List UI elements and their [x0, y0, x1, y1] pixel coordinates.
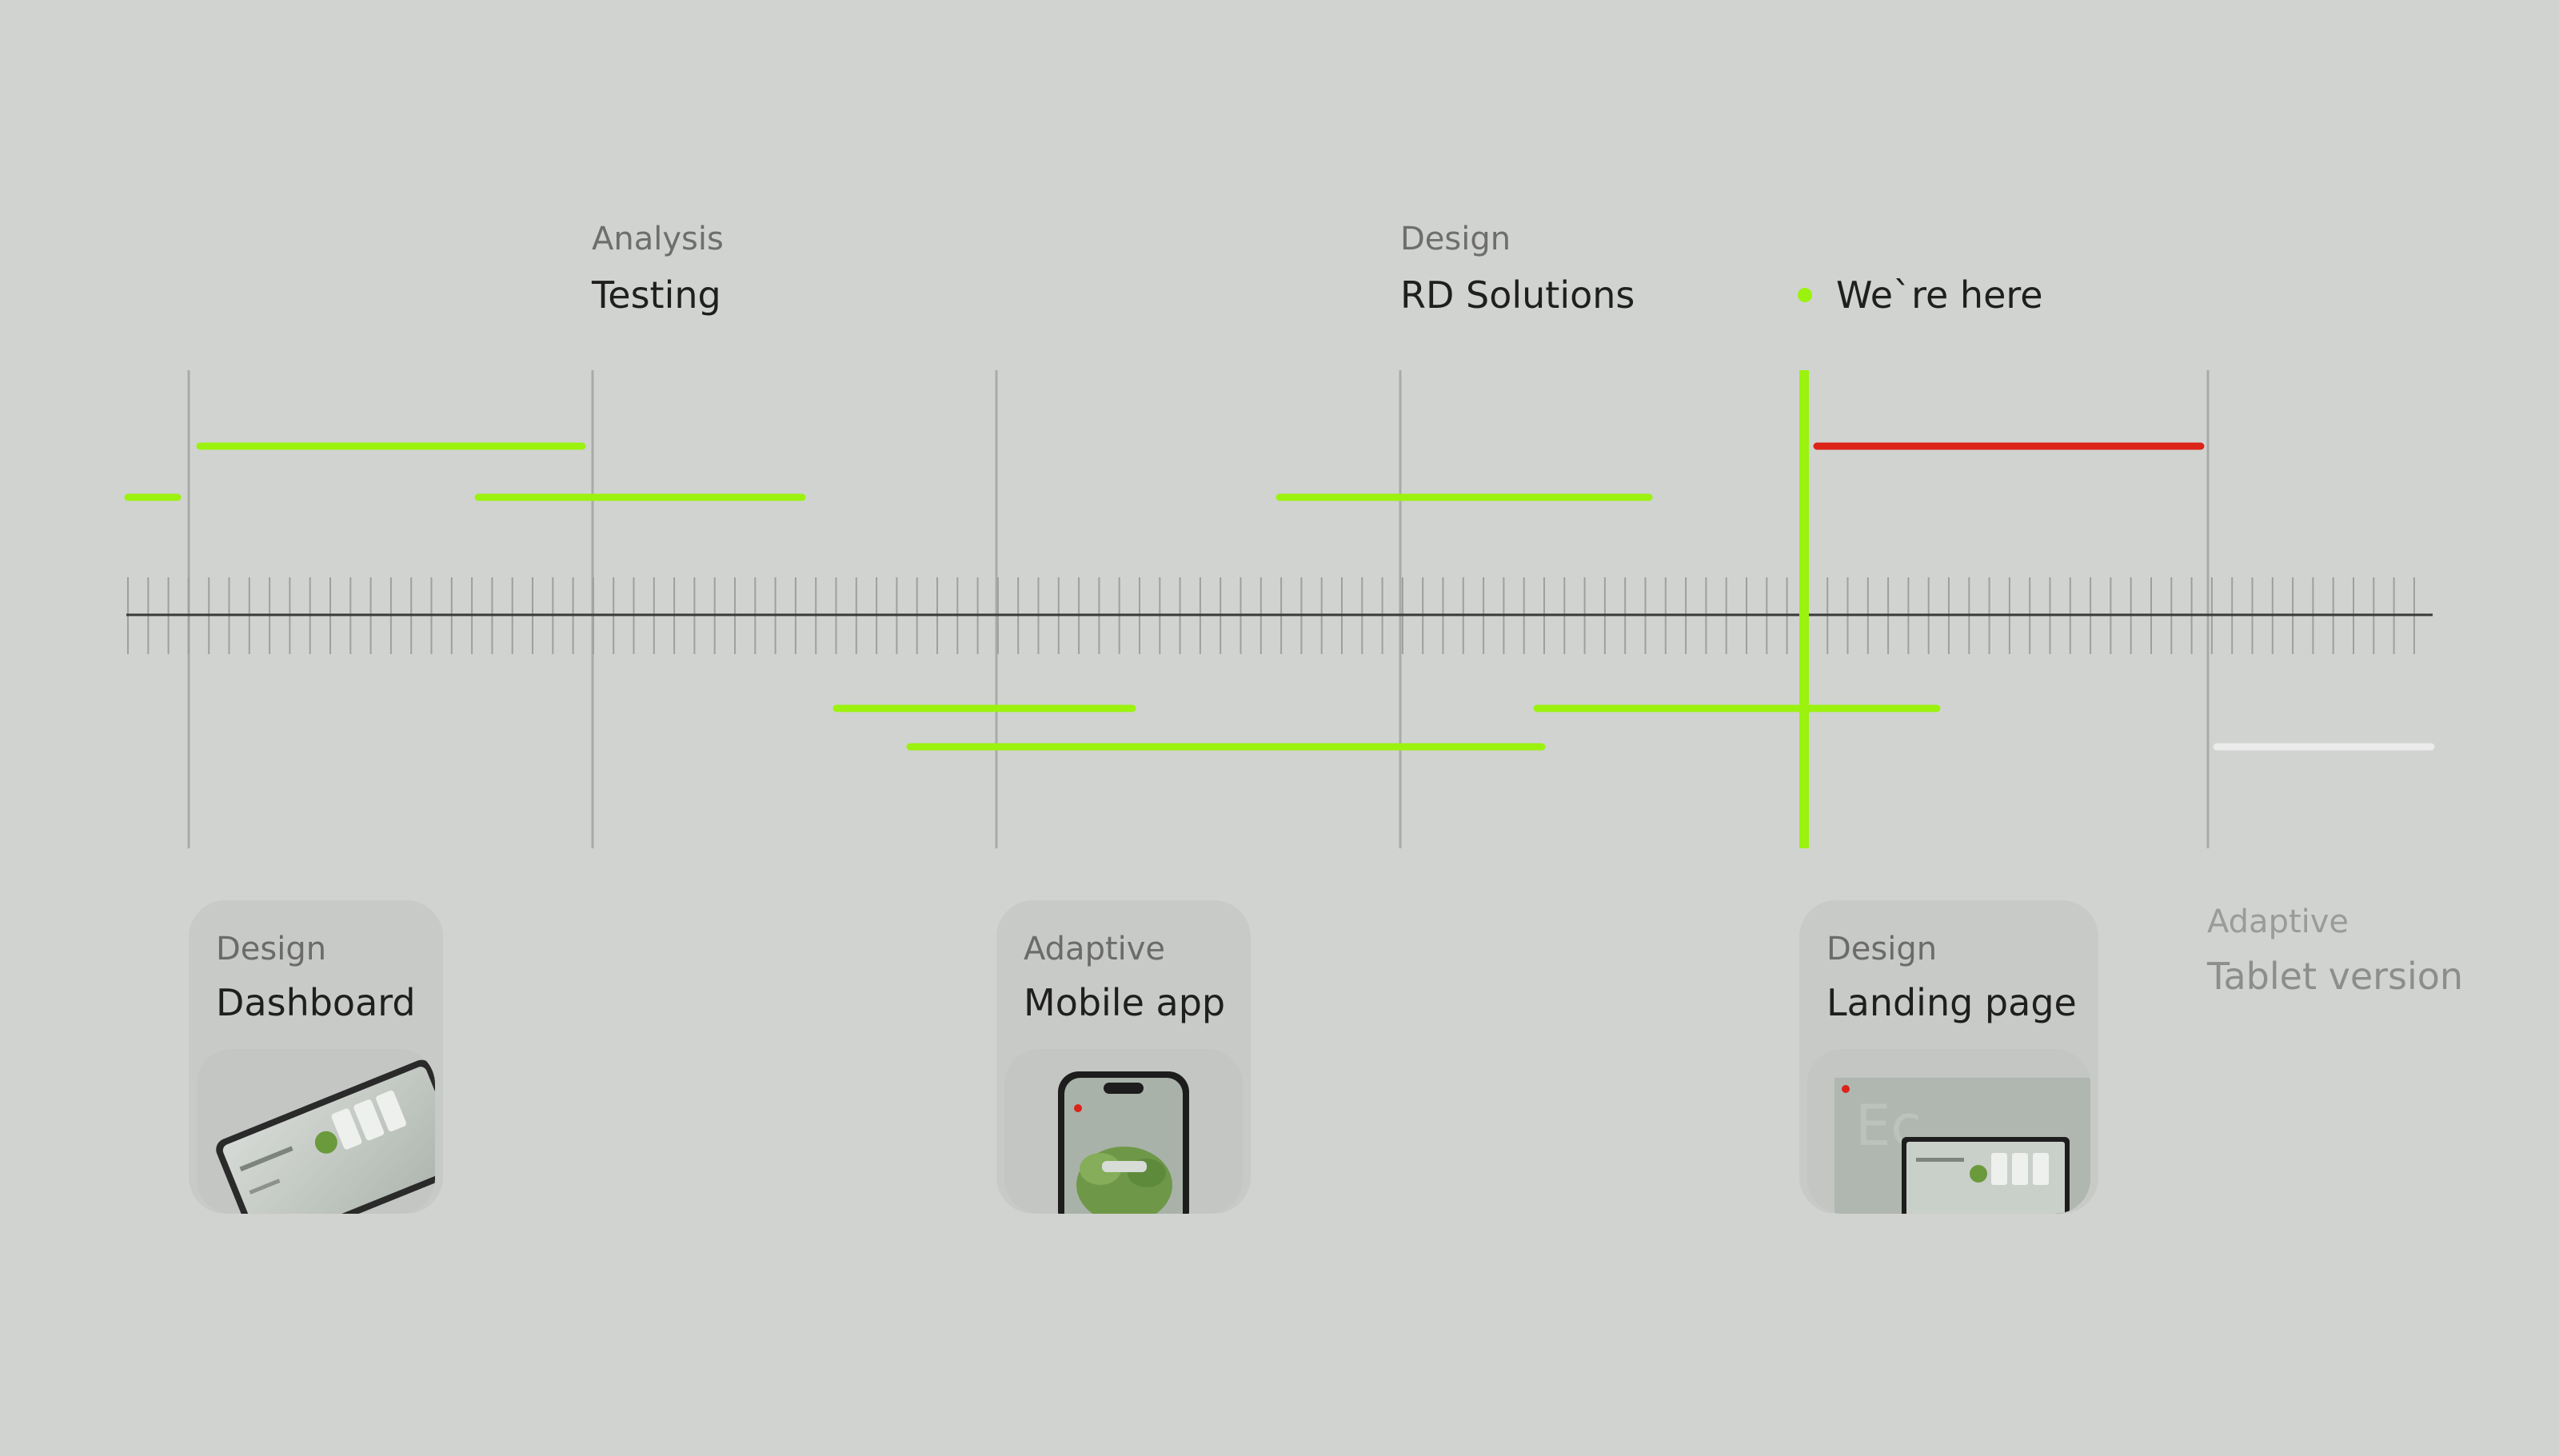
card-title: Mobile app [1024, 981, 1226, 1024]
card-category: Adaptive [1024, 931, 1166, 967]
card-dashboard[interactable]: Design Dashboard [189, 900, 443, 1214]
tablet-dashboard-mockup [197, 1049, 435, 1214]
card-tablet-version[interactable]: Adaptive Tablet version [2207, 900, 2479, 1028]
card-title: Tablet version [2207, 955, 2464, 998]
phase-category-design: Design [1400, 221, 1511, 257]
card-mobile-app[interactable]: Adaptive Mobile app [996, 900, 1251, 1214]
phase-category-analysis: Analysis [592, 221, 724, 257]
phone-app-mockup [1004, 1049, 1243, 1214]
card-category: Design [216, 931, 327, 967]
laptop-landing-mockup: Ec [1807, 1049, 2090, 1214]
card-landing-page[interactable]: Design Landing page Ec [1799, 900, 2098, 1214]
current-marker-dot [1798, 288, 1812, 302]
card-title: Landing page [1826, 981, 2077, 1024]
phase-title-testing: Testing [592, 273, 721, 317]
current-marker-label: We`re here [1836, 273, 2043, 317]
phase-title-rd-solutions: RD Solutions [1400, 273, 1635, 317]
card-category: Adaptive [2207, 904, 2349, 940]
card-category: Design [1826, 931, 1938, 967]
card-title: Dashboard [216, 981, 416, 1024]
timeline-bars [124, 442, 2435, 751]
